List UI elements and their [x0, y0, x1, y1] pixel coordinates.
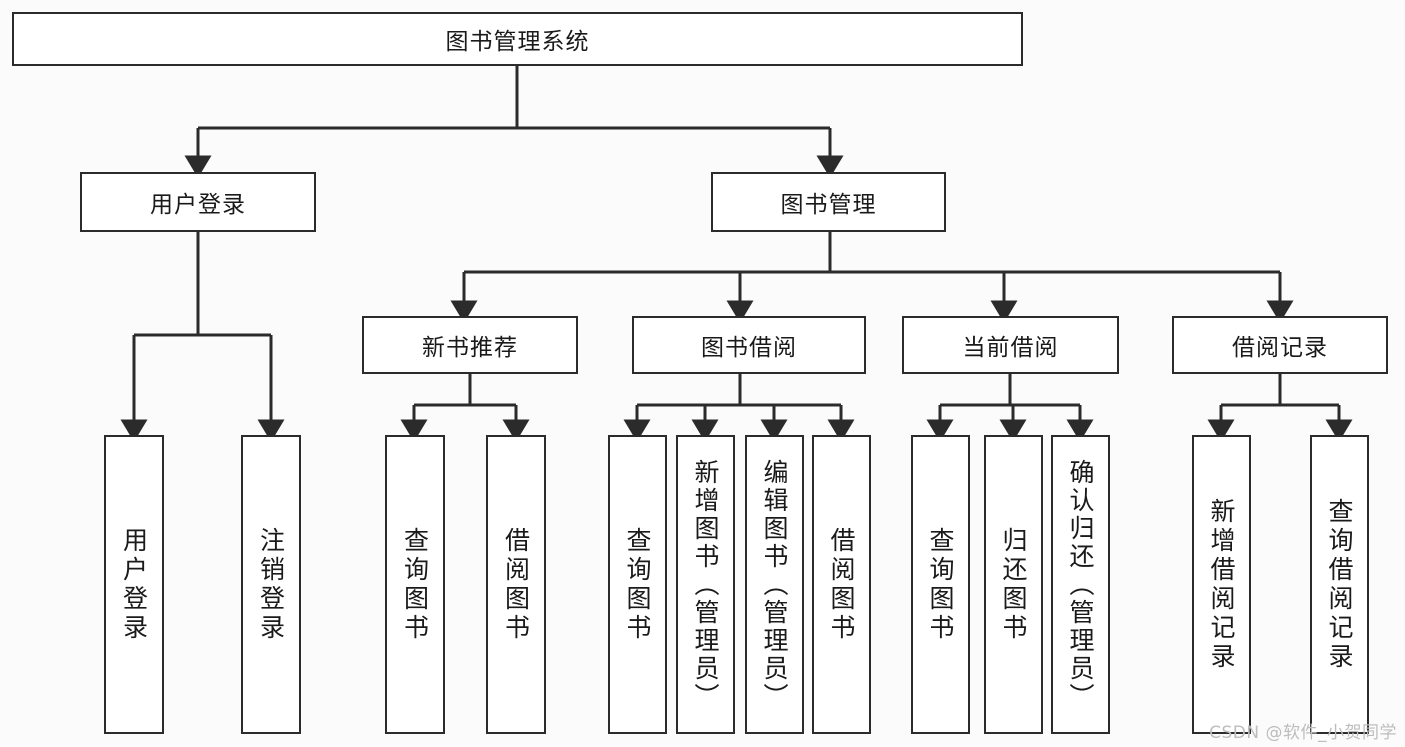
node-label: 图书借阅: [701, 335, 797, 361]
node-label: 新增借阅记录: [1207, 497, 1236, 672]
leaf-leaf-borrow-book-2[interactable]: 借阅图书: [812, 435, 871, 734]
node-label: 用户登录: [119, 526, 149, 643]
leaf-leaf-query-record[interactable]: 查询借阅记录: [1310, 435, 1369, 734]
node-label: 查询图书: [400, 526, 430, 643]
node-root[interactable]: 图书管理系统: [12, 12, 1023, 66]
node-user-login[interactable]: 用户登录: [80, 172, 316, 232]
node-current-borrow[interactable]: 当前借阅: [902, 316, 1119, 374]
csdn-watermark: CSDN @软件_小贺同学: [1209, 723, 1397, 743]
node-book-borrow[interactable]: 图书借阅: [632, 316, 866, 374]
node-label: 借阅图书: [827, 526, 856, 643]
node-label: 新增图书（管理员）: [691, 458, 720, 711]
leaf-leaf-user-logout[interactable]: 注销登录: [241, 435, 301, 734]
node-book-manage[interactable]: 图书管理: [711, 172, 946, 232]
leaf-leaf-query-book-2[interactable]: 查询图书: [608, 435, 667, 734]
node-label: 借阅图书: [501, 526, 531, 643]
node-label: 查询图书: [926, 526, 955, 643]
leaf-leaf-add-record[interactable]: 新增借阅记录: [1192, 435, 1251, 734]
node-label: 图书管理: [780, 192, 877, 218]
node-label: 借阅记录: [1232, 335, 1328, 361]
leaf-leaf-query-book-1[interactable]: 查询图书: [385, 435, 445, 734]
leaf-leaf-borrow-book-1[interactable]: 借阅图书: [486, 435, 546, 734]
leaf-leaf-edit-book[interactable]: 编辑图书（管理员）: [745, 435, 804, 734]
node-borrow-record[interactable]: 借阅记录: [1172, 316, 1388, 374]
node-label: 新书推荐: [422, 335, 518, 361]
node-label: 归还图书: [999, 526, 1028, 643]
node-label: 图书管理系统: [445, 29, 590, 55]
node-label: 确认归还（管理员）: [1066, 458, 1095, 711]
node-label: 用户登录: [150, 192, 246, 218]
leaf-leaf-query-book-3[interactable]: 查询图书: [911, 435, 970, 734]
node-label: 查询借阅记录: [1325, 497, 1354, 672]
node-label: 注销登录: [256, 526, 286, 643]
node-new-book-rec[interactable]: 新书推荐: [362, 316, 578, 374]
node-label: 查询图书: [623, 526, 652, 643]
leaf-leaf-confirm-return[interactable]: 确认归还（管理员）: [1051, 435, 1110, 734]
node-label: 编辑图书（管理员）: [760, 458, 789, 711]
leaf-leaf-return-book[interactable]: 归还图书: [984, 435, 1043, 734]
leaf-leaf-add-book[interactable]: 新增图书（管理员）: [676, 435, 735, 734]
leaf-leaf-user-login[interactable]: 用户登录: [104, 435, 164, 734]
node-label: 当前借阅: [962, 335, 1059, 361]
